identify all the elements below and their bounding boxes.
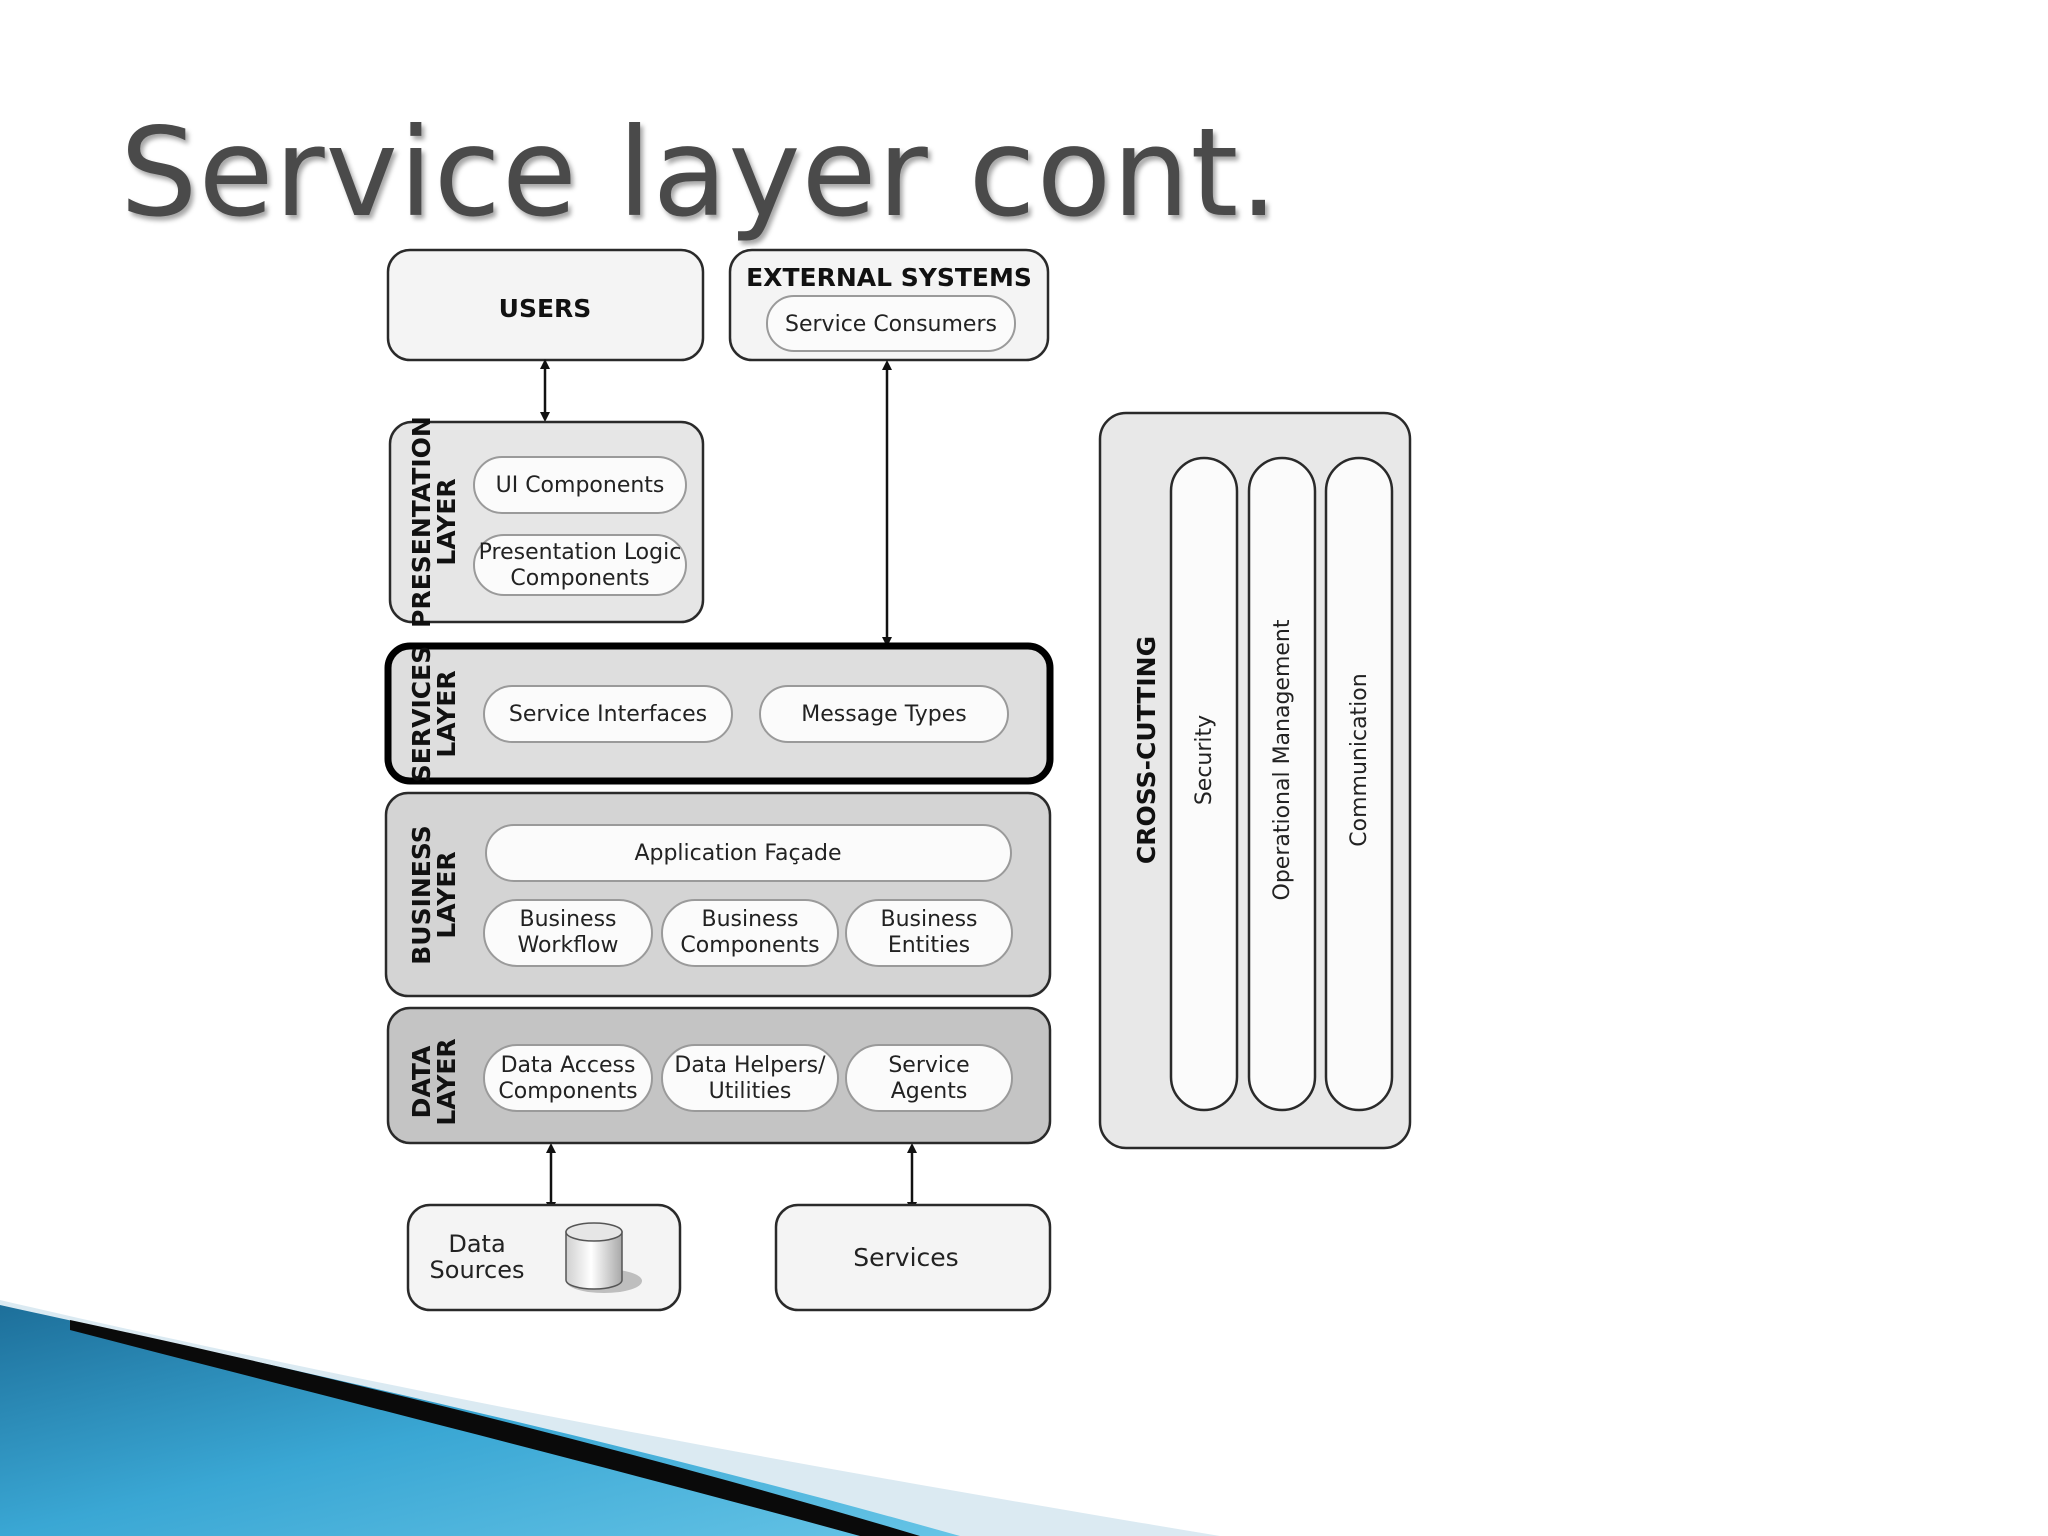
service-consumers-label: Service Consumers xyxy=(785,312,997,337)
services-layer-label-line2: LAYER xyxy=(432,670,461,757)
application-facade-label: Application Façade xyxy=(634,841,841,866)
service-interfaces-label: Service Interfaces xyxy=(509,702,707,727)
data-access-label-line1: Data Access xyxy=(501,1053,636,1078)
operational-management-label: Operational Management xyxy=(1270,619,1295,900)
services-box: Services xyxy=(774,1203,1052,1312)
external-systems-box: EXTERNAL SYSTEMS Service Consumers xyxy=(728,248,1050,362)
message-types-label: Message Types xyxy=(801,702,966,727)
security-label: Security xyxy=(1192,715,1217,805)
business-entities-label-line2: Entities xyxy=(888,933,970,958)
data-layer-label-line2: LAYER xyxy=(432,1038,461,1125)
data-sources-box: Data Sources xyxy=(406,1203,682,1312)
presentation-logic-label-line2: Components xyxy=(510,566,649,591)
data-sources-label-line1: Data xyxy=(448,1230,505,1258)
decorative-swoosh xyxy=(0,1300,1220,1536)
communication-label: Communication xyxy=(1347,673,1372,846)
business-entities-label-line1: Business xyxy=(880,907,977,932)
data-helpers-label-line1: Data Helpers/ xyxy=(674,1053,826,1078)
data-layer: DATA LAYER Data Access Components Data H… xyxy=(386,1006,1052,1145)
business-layer: BUSINESS LAYER Application Façade Busine… xyxy=(384,791,1052,998)
slide-title: Service layer cont. xyxy=(120,102,1280,244)
business-workflow-label-line1: Business xyxy=(519,907,616,932)
database-icon xyxy=(565,1222,642,1293)
presentation-layer-label-line2: LAYER xyxy=(432,478,461,565)
ui-components-label: UI Components xyxy=(496,473,665,498)
service-agents-label-line1: Service xyxy=(888,1053,969,1078)
services-layer: SERVICES LAYER Service Interfaces Messag… xyxy=(384,642,1054,785)
presentation-layer: PRESENTATION LAYER UI Components Present… xyxy=(388,416,705,628)
presentation-layer-label-line1: PRESENTATION xyxy=(407,416,436,628)
data-access-label-line2: Components xyxy=(498,1079,637,1104)
users-box: USERS xyxy=(386,248,705,362)
cross-cutting-label: CROSS-CUTTING xyxy=(1132,636,1161,864)
external-systems-label: EXTERNAL SYSTEMS xyxy=(746,263,1032,292)
business-layer-label-line2: LAYER xyxy=(432,851,461,938)
data-sources-label-line2: Sources xyxy=(430,1256,525,1284)
services-layer-label-line1: SERVICES xyxy=(407,646,436,782)
users-label: USERS xyxy=(499,294,592,323)
business-components-label-line1: Business xyxy=(701,907,798,932)
business-layer-label-line1: BUSINESS xyxy=(407,825,436,965)
data-layer-label-line1: DATA xyxy=(407,1045,436,1118)
service-agents-label-line2: Agents xyxy=(891,1079,968,1104)
cross-cutting-panel: CROSS-CUTTING Security Operational Manag… xyxy=(1098,411,1412,1150)
presentation-logic-label-line1: Presentation Logic xyxy=(479,540,682,565)
business-workflow-label-line2: Workflow xyxy=(517,933,618,958)
services-label: Services xyxy=(853,1243,958,1272)
business-components-label-line2: Components xyxy=(680,933,819,958)
data-helpers-label-line2: Utilities xyxy=(709,1079,792,1104)
